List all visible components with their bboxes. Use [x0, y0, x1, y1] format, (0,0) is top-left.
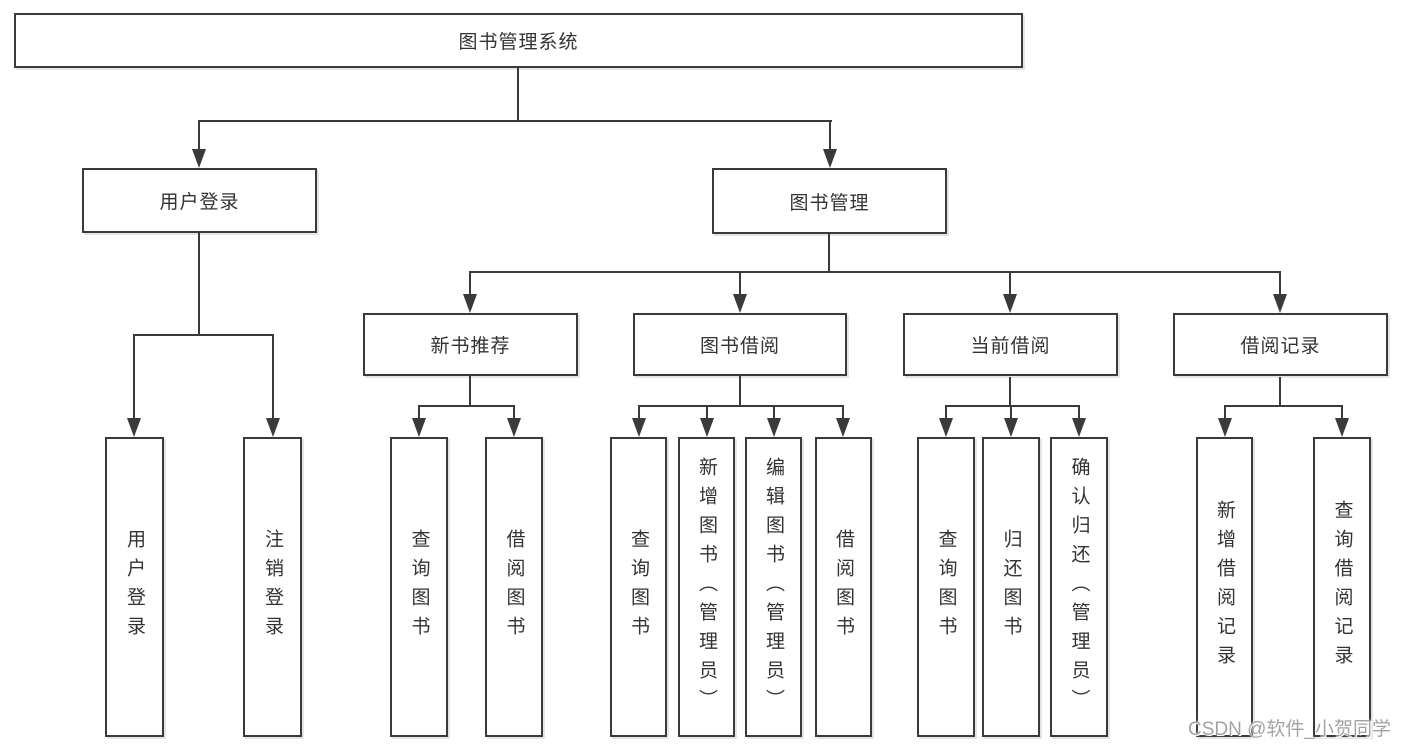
connector-vline [739, 376, 741, 407]
node-book-management: 图书管理 [712, 168, 947, 234]
connector-vline [1279, 271, 1281, 295]
connector-vline [739, 271, 741, 295]
node-label: 用户登录 [124, 529, 145, 645]
node-label: 查询图书 [935, 529, 957, 645]
node-confirm-return-admin: 确认归还（管理员） [1050, 437, 1108, 737]
node-label: 归还图书 [1000, 529, 1022, 645]
node-add-borrow-record: 新增借阅记录 [1196, 437, 1253, 737]
arrow-down-icon [507, 418, 521, 437]
node-label: 查询借阅记录 [1331, 500, 1353, 674]
connector-vline [1224, 405, 1226, 419]
node-label: 借阅图书 [503, 529, 525, 645]
connector-hline [945, 405, 1080, 407]
arrow-down-icon [767, 418, 781, 437]
node-label: 新增借阅记录 [1214, 500, 1235, 674]
arrow-down-icon [632, 418, 646, 437]
connector-hline [469, 271, 1281, 273]
csdn-watermark: CSDN @软件_小贺同学 [1188, 719, 1391, 740]
connector-vline [418, 405, 420, 419]
node-book-borrowing: 图书借阅 [633, 313, 847, 376]
arrow-down-icon [823, 149, 837, 168]
connector-vline [1009, 377, 1011, 407]
node-add-book-admin: 新增图书（管理员） [678, 437, 735, 737]
arrow-down-icon [733, 294, 747, 313]
node-query-books: 查询图书 [610, 437, 667, 737]
connector-vline [1078, 405, 1080, 419]
arrow-down-icon [1335, 418, 1349, 437]
connector-vline [469, 376, 471, 407]
connector-vline [272, 334, 274, 419]
node-query-books: 查询图书 [917, 437, 975, 737]
connector-vline [945, 405, 947, 419]
arrow-down-icon [700, 418, 714, 437]
connector-vline [638, 405, 640, 419]
connector-hline [1224, 405, 1343, 407]
node-logout: 注销登录 [243, 437, 302, 737]
node-label: 新增图书（管理员） [696, 456, 717, 718]
node-current-borrowing: 当前借阅 [903, 313, 1118, 376]
node-borrow-books: 借阅图书 [815, 437, 872, 737]
node-label: 确认归还（管理员） [1068, 456, 1090, 718]
arrow-down-icon [412, 418, 426, 437]
arrow-down-icon [1003, 294, 1017, 313]
node-library-system: 图书管理系统 [14, 13, 1023, 68]
connector-hline [133, 334, 274, 336]
node-new-book-recommend: 新书推荐 [363, 313, 578, 376]
node-label: 借阅图书 [833, 529, 854, 645]
arrow-down-icon [127, 418, 141, 437]
node-label: 查询图书 [408, 529, 430, 645]
connector-vline [198, 233, 200, 335]
connector-vline [773, 405, 775, 419]
arrow-down-icon [463, 294, 477, 313]
arrow-down-icon [192, 149, 206, 168]
arrow-down-icon [266, 418, 280, 437]
node-label: 编辑图书（管理员） [763, 456, 784, 718]
connector-vline [517, 68, 519, 121]
connector-vline [1010, 405, 1012, 419]
connector-vline [1341, 405, 1343, 419]
connector-vline [828, 234, 830, 273]
connector-vline [842, 405, 844, 419]
arrow-down-icon [1273, 294, 1287, 313]
node-label: 查询图书 [628, 529, 649, 645]
connector-vline [1279, 377, 1281, 407]
node-return-book: 归还图书 [982, 437, 1040, 737]
node-borrow-books: 借阅图书 [485, 437, 543, 737]
node-user-login: 用户登录 [82, 168, 317, 233]
node-edit-book-admin: 编辑图书（管理员） [745, 437, 802, 737]
node-label: 注销登录 [262, 529, 283, 645]
node-user-login-action: 用户登录 [105, 437, 164, 737]
connector-vline [469, 271, 471, 295]
connector-vline [198, 120, 200, 150]
arrow-down-icon [939, 418, 953, 437]
arrow-down-icon [1072, 418, 1086, 437]
connector-hline [638, 405, 844, 407]
node-query-books: 查询图书 [390, 437, 448, 737]
connector-hline [418, 405, 515, 407]
node-query-borrow-record: 查询借阅记录 [1313, 437, 1371, 737]
connector-vline [706, 405, 708, 419]
node-borrowing-records: 借阅记录 [1173, 313, 1388, 376]
arrow-down-icon [836, 418, 850, 437]
connector-vline [1009, 271, 1011, 295]
connector-vline [829, 120, 831, 150]
arrow-down-icon [1218, 418, 1232, 437]
arrow-down-icon [1004, 418, 1018, 437]
connector-hline [198, 120, 832, 122]
connector-vline [513, 405, 515, 419]
connector-vline [133, 334, 135, 419]
